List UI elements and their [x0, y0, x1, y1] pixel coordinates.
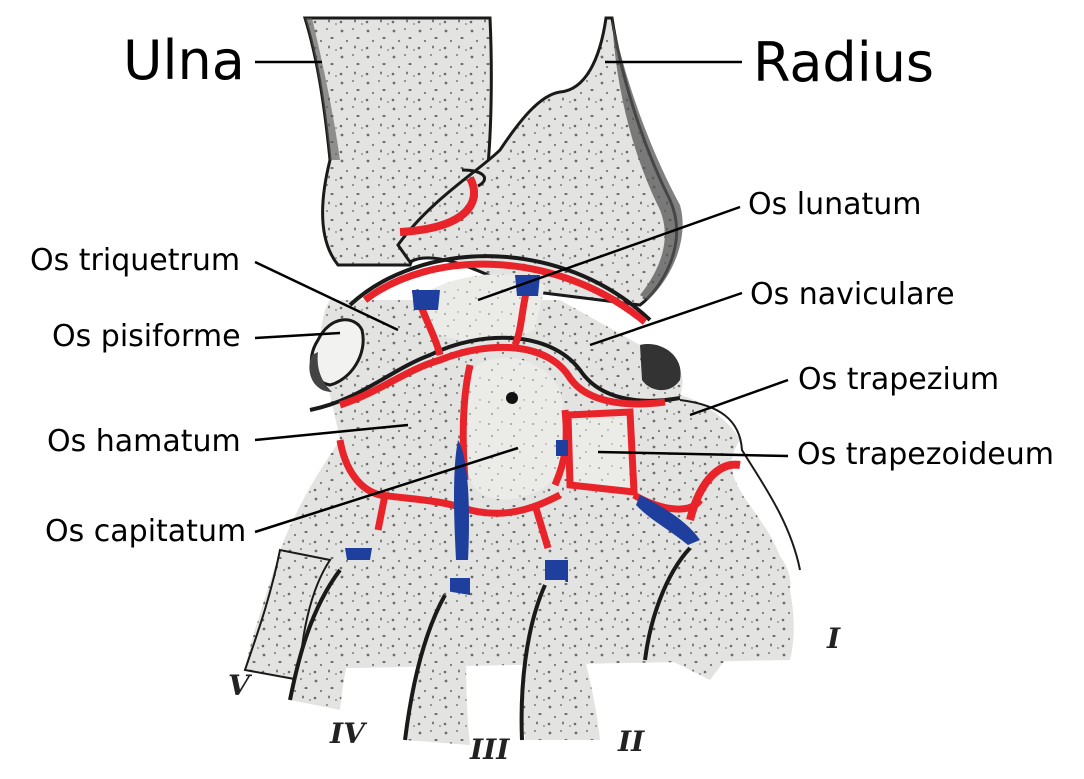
hamate-lower-cavity — [336, 439, 562, 517]
radius-shadow — [612, 18, 683, 300]
trapezium-shadow — [640, 344, 681, 391]
ligament-capitotrapezoid — [556, 440, 568, 456]
label-os-naviculare: Os naviculare — [750, 277, 955, 312]
metacarpal-iii-edge — [403, 594, 447, 741]
label-os-triquetrum: Os triquetrum — [30, 243, 241, 278]
label-os-pisiforme: Os pisiforme — [52, 319, 241, 354]
label-radius: Radius — [753, 31, 935, 94]
label-os-hamatum: Os hamatum — [47, 424, 241, 459]
metacarpal-ii-edge — [519, 584, 547, 741]
lunate-bone — [430, 274, 545, 342]
midcarpal-cavity — [338, 343, 666, 409]
label-os-capitatum: Os capitatum — [45, 514, 247, 549]
capitatum-bone — [460, 357, 565, 500]
metacarpal-label-iv: IV — [330, 717, 365, 750]
metacarpal-ii — [523, 580, 600, 740]
metacarpal-label-i: I — [827, 622, 841, 655]
leader-lines — [254, 60, 789, 534]
metacarpal-label-ii: II — [618, 725, 645, 758]
radiocarpal-arc — [362, 260, 648, 325]
ulnar-disc-outline — [461, 168, 487, 188]
ligament-trapezium — [636, 495, 700, 545]
label-ulna: Ulna — [123, 29, 245, 92]
trapezoid-bone — [570, 418, 632, 492]
label-os-lunatum: Os lunatum — [748, 187, 922, 222]
ulna-shadow — [305, 18, 340, 160]
metacarpal-label-iii: III — [470, 733, 510, 766]
midcarpal-outline — [309, 335, 681, 412]
trapezium-cmc-cavity — [686, 460, 741, 521]
ligament-mc2 — [545, 560, 568, 582]
metacarpal-i — [650, 528, 791, 680]
trapezoid-outline — [564, 408, 638, 496]
ulnar-disc-cavity — [399, 176, 478, 236]
radiocarpal-arc-outline — [348, 254, 652, 322]
ligament-mc4 — [345, 548, 372, 560]
label-os-trapezoideum: Os trapezoideum — [797, 437, 1054, 472]
label-os-trapezium: Os trapezium — [798, 362, 1000, 397]
ligament-mc3 — [450, 578, 470, 595]
metacarpal-iv — [290, 565, 375, 710]
metacarpal-i-edge — [643, 546, 692, 661]
pisiform-shadow — [309, 352, 332, 392]
ligament-capitohamate — [454, 440, 469, 560]
metacarpal-iii — [405, 590, 470, 745]
capitatum-dot — [506, 392, 518, 404]
ligament-lunotriquetral — [412, 290, 440, 310]
metacarpal-label-v: V — [228, 669, 250, 702]
trapezium-outline — [679, 399, 801, 571]
metacarpal-iv-edge — [288, 568, 342, 701]
